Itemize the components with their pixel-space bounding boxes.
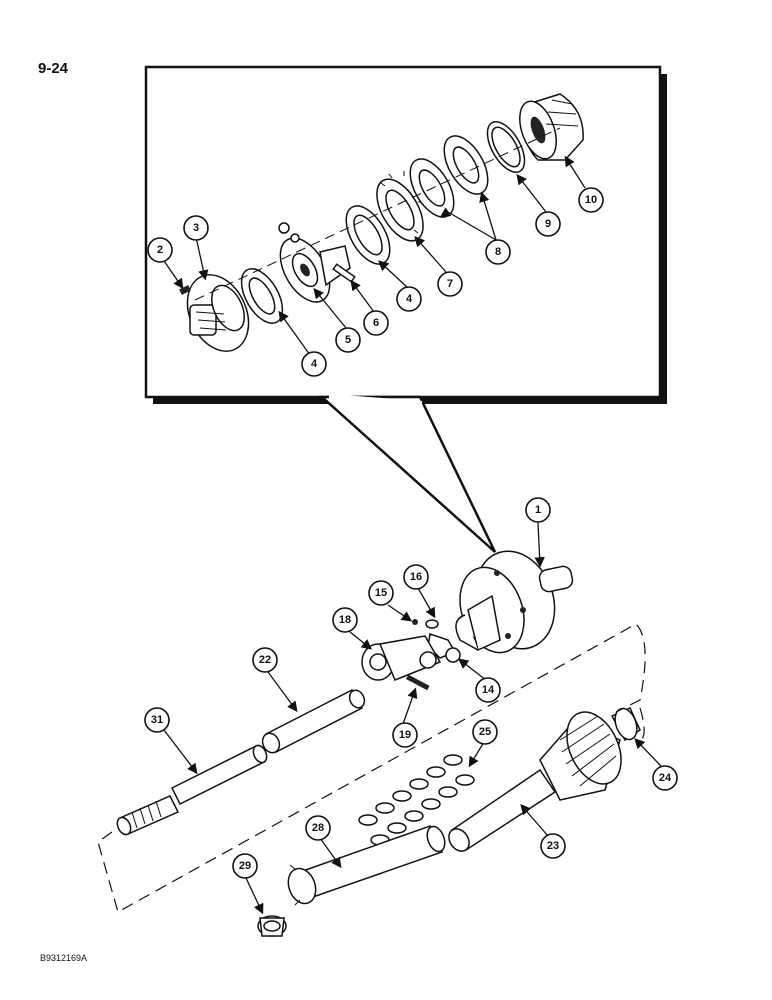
callout-1: 1 [525,497,551,523]
callout-10: 10 [578,187,604,213]
svg-text:7: 7 [447,278,453,290]
callout-2: 2 [147,237,173,263]
svg-text:1: 1 [535,504,541,516]
callout-4-right: 4 [396,286,422,312]
svg-text:29: 29 [239,860,251,872]
callout-6: 6 [363,310,389,336]
callout-25: 25 [472,719,498,745]
svg-text:6: 6 [373,317,379,329]
callout-19: 19 [392,722,418,748]
callout-8: 8 [485,239,511,265]
callout-22: 22 [252,647,278,673]
svg-text:4: 4 [311,358,318,370]
svg-text:19: 19 [399,729,411,741]
svg-text:28: 28 [312,822,324,834]
svg-text:3: 3 [193,222,199,234]
svg-text:8: 8 [495,246,501,258]
svg-text:9: 9 [545,218,551,230]
callout-3: 3 [183,215,209,241]
callout-16: 16 [403,564,429,590]
svg-text:14: 14 [482,684,495,696]
svg-text:5: 5 [345,334,351,346]
callout-5: 5 [335,327,361,353]
callout-9: 9 [535,211,561,237]
callout-28: 28 [305,815,331,841]
svg-text:25: 25 [479,726,491,738]
callout-4-left: 4 [301,351,327,377]
svg-text:23: 23 [547,840,559,852]
callout-7: 7 [437,271,463,297]
svg-text:18: 18 [339,614,351,626]
callout-29: 29 [232,853,258,879]
main-assembly [97,550,646,937]
callout-23: 23 [540,833,566,859]
svg-text:31: 31 [151,714,163,726]
svg-text:15: 15 [375,587,387,599]
inset-leaders [161,155,586,356]
callout-24: 24 [652,765,678,791]
svg-text:16: 16 [410,571,422,583]
inset-parts [179,93,584,352]
svg-text:10: 10 [585,194,597,206]
svg-text:2: 2 [157,244,163,256]
page-number: 9-24 [38,60,69,77]
svg-text:22: 22 [259,654,271,666]
callout-14: 14 [475,677,501,703]
svg-text:4: 4 [406,293,413,305]
callout-18: 18 [332,607,358,633]
main-leaders [163,522,662,915]
callout-15: 15 [368,580,394,606]
svg-text:24: 24 [659,772,672,784]
figure-code: B9312169A [40,953,88,963]
callout-31: 31 [144,707,170,733]
